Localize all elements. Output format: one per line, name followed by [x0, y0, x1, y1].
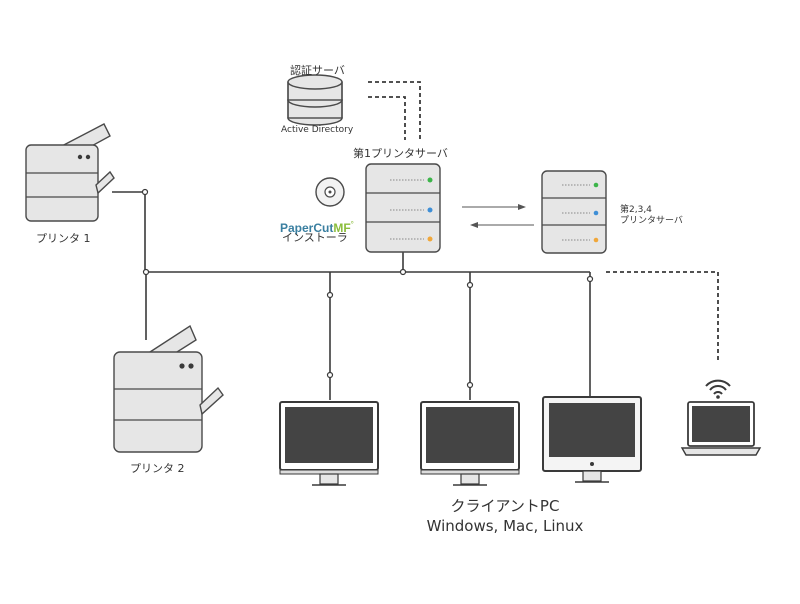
- client-monitor-3: [542, 396, 642, 483]
- client-monitor-1: [279, 401, 379, 486]
- laptop-icon: [680, 401, 762, 456]
- primary-server-label: 第1プリンタサーバ: [353, 147, 448, 160]
- secondary-server-label-2: プリンタサーバ: [620, 216, 683, 226]
- installer-label: インストーラ: [282, 231, 348, 244]
- client1-node-bottom: [326, 371, 334, 379]
- sync-arrows: [462, 204, 534, 228]
- auth-link-inner: [368, 96, 406, 140]
- disc-icon: [315, 177, 345, 207]
- led-orange: [427, 236, 433, 242]
- wireless-link: [606, 271, 719, 362]
- led-green: [427, 177, 433, 183]
- client2-node-top: [466, 281, 474, 289]
- auth-link-outer: [368, 81, 421, 140]
- secondary-server-label-1: 第2,3,4: [620, 205, 652, 215]
- printer1-node: [141, 188, 149, 196]
- database-server-icon: [287, 74, 343, 126]
- printer1-icon: [25, 123, 115, 222]
- client1-node-top: [326, 291, 334, 299]
- primary-server-icon: [365, 163, 441, 253]
- secondary-server-icon: [541, 170, 607, 254]
- wifi-icon: [705, 379, 731, 399]
- client2-node-bottom: [466, 381, 474, 389]
- auth-server-caption: Active Directory: [281, 125, 354, 135]
- clients-label-2: Windows, Mac, Linux: [426, 517, 584, 535]
- bus-node-left: [142, 268, 150, 276]
- printer1-label: プリンタ 1: [36, 232, 91, 245]
- printer2-label: プリンタ 2: [130, 462, 185, 475]
- papercut-logo: PaperCutMF°: [280, 220, 354, 235]
- client3-node: [586, 275, 594, 283]
- auth-server-label: 認証サーバ: [290, 64, 345, 77]
- server-node: [399, 268, 407, 276]
- clients-label-1: クライアントPC: [450, 497, 560, 515]
- printer1-link: [112, 191, 146, 272]
- printer2-icon: [113, 324, 224, 453]
- client-monitor-2: [420, 401, 520, 486]
- led-blue: [427, 207, 433, 213]
